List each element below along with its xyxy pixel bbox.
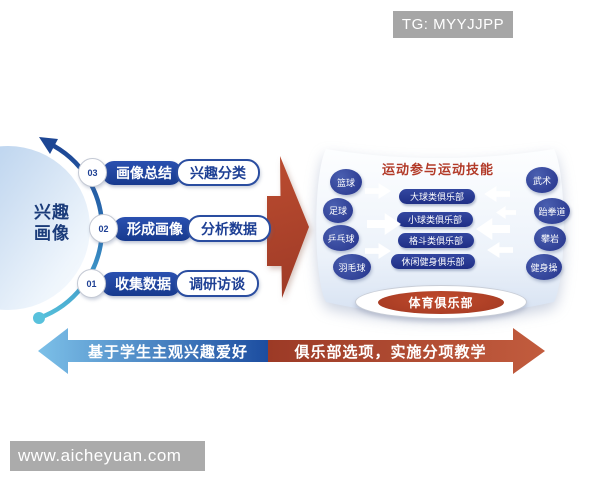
sport-bubble-wushu: 武术 [526,167,558,193]
axis-right-label: 俱乐部选项，实施分项教学 [294,343,487,361]
sports-club-oval: 体育俱乐部 [355,285,527,319]
arc-arrowhead-icon [39,137,58,154]
connector-arrow-right-icon [365,183,391,199]
club-pill-small-ball: 小球类俱乐部 [397,212,473,227]
connector-arrow-right-icon [365,243,391,259]
step-number-badge: 03 [78,158,107,187]
step-row-03: 03 画像总结 兴趣分类 [78,158,260,187]
connector-arrow-left-icon [484,186,510,202]
interest-profile-label-line1: 兴趣 [34,203,70,222]
step-action-pill: 画像总结 [102,160,182,185]
interest-profile-label: 兴趣 画像 [30,202,74,244]
connector-arrow-right-icon [367,213,401,235]
tg-watermark-badge: TG: MYYJJPP [393,11,513,38]
step-number-badge: 02 [89,214,118,243]
step-number-badge: 01 [77,269,106,298]
connector-arrow-left-icon [496,206,516,219]
step-row-02: 02 形成画像 分析数据 [89,214,271,243]
step-method-pill: 调研访谈 [175,270,259,297]
sports-club-label: 体育俱乐部 [378,290,504,314]
club-pill-big-ball: 大球类俱乐部 [399,189,475,204]
skills-panel-title: 运动参与运动技能 [381,162,494,177]
sport-bubble-aerobics: 健身操 [526,254,562,280]
step-method-pill: 兴趣分类 [176,159,260,186]
sport-bubble-basketball: 篮球 [330,169,362,195]
connector-arrow-left-icon [487,242,513,258]
site-watermark: www.aicheyuan.com [10,441,205,471]
interest-profile-label-line2: 画像 [34,224,70,243]
axis-left-label: 基于学生主观兴趣爱好 [87,343,248,361]
club-pill-combat: 格斗类俱乐部 [398,233,474,248]
sport-bubble-climbing: 攀岩 [534,226,566,251]
sport-bubble-badminton: 羽毛球 [333,254,371,280]
sport-bubble-taekwondo: 跆拳道 [534,198,570,224]
transition-arrow-icon [267,156,309,298]
sport-bubble-table-tennis: 乒乓球 [323,225,359,251]
step-method-pill: 分析数据 [187,215,271,242]
connector-arrow-left-icon [476,218,510,240]
step-row-01: 01 收集数据 调研访谈 [77,269,259,298]
step-action-pill: 形成画像 [113,216,193,241]
sport-bubble-football: 足球 [323,198,353,223]
step-action-pill: 收集数据 [101,271,181,296]
arc-start-dot [33,312,45,324]
club-pill-leisure-fitness: 休闲健身俱乐部 [391,254,475,269]
